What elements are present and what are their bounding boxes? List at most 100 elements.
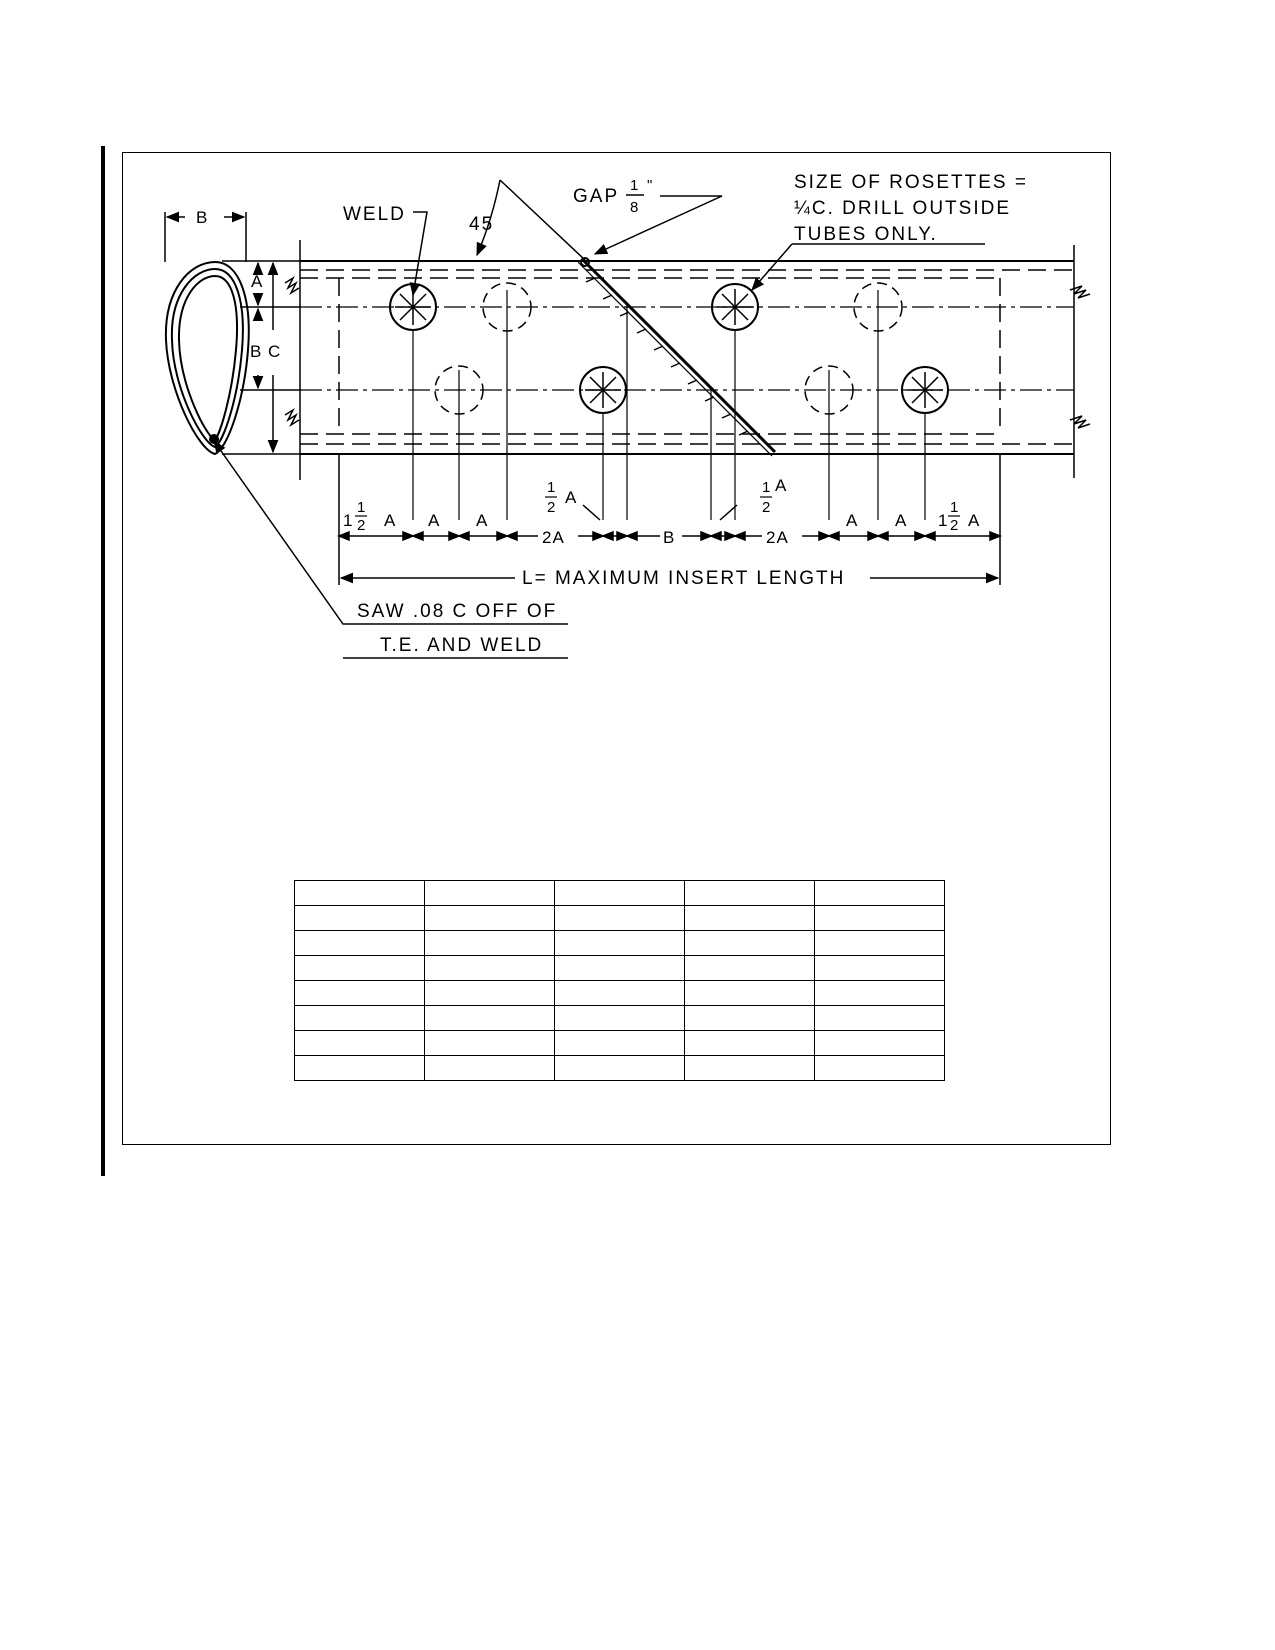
table-row xyxy=(294,1030,945,1056)
insert-tube-hidden-lines xyxy=(300,269,1074,445)
rosette-icon xyxy=(389,283,949,414)
dim-1a-right-den: 2 xyxy=(950,517,958,534)
dim-a-6: A xyxy=(846,511,858,530)
rosettes-note-line3: TUBES ONLY. xyxy=(794,224,938,245)
dim-2a-left: 2A xyxy=(542,528,565,547)
saw-note-line1: SAW .08 C OFF OF xyxy=(357,601,557,622)
drawing-labels: WELD 45 GAP 1 8 " SIZE OF ROSETTES = ¼C.… xyxy=(196,172,1028,659)
angle-label: 45 xyxy=(469,214,494,235)
dim-1a-sym: A xyxy=(384,511,396,530)
gap-label: GAP xyxy=(573,186,619,207)
dim-a-2: A xyxy=(428,511,440,530)
table-cell xyxy=(554,955,685,981)
rosettes-note-line1: SIZE OF ROSETTES = xyxy=(794,172,1028,193)
gap-unit: " xyxy=(647,177,652,194)
dim-1a-num: 1 xyxy=(357,499,365,516)
table-cell xyxy=(294,1055,425,1081)
table-cell xyxy=(814,930,945,956)
table-cell xyxy=(814,905,945,931)
table-cell xyxy=(424,980,555,1006)
table-cell xyxy=(294,930,425,956)
table-cell xyxy=(294,1005,425,1031)
dim-half-a-left-den: 2 xyxy=(547,499,555,516)
table-cell xyxy=(294,955,425,981)
insert-length-label: L= MAXIMUM INSERT LENGTH xyxy=(522,568,845,589)
rosette-centerlines xyxy=(300,306,1074,391)
table-row xyxy=(294,955,945,981)
outside-tube-outline xyxy=(299,240,1075,480)
table-cell xyxy=(814,955,945,981)
table-cell xyxy=(814,880,945,906)
table-cell xyxy=(424,930,555,956)
dim-1a-whole: 1 xyxy=(343,511,353,530)
table-row xyxy=(294,880,945,906)
table-cell xyxy=(424,955,555,981)
table-cell xyxy=(684,905,815,931)
table-cell xyxy=(294,1030,425,1056)
table-cell xyxy=(684,1005,815,1031)
dim-1a-right-num: 1 xyxy=(950,499,958,516)
blank-dimension-table xyxy=(294,880,945,1081)
section-dimensions xyxy=(164,211,300,455)
table-cell xyxy=(684,880,815,906)
section-dim-bc: B C xyxy=(250,342,281,361)
weld-label: WELD xyxy=(343,204,406,225)
section-dim-b: B xyxy=(196,208,208,227)
table-cell xyxy=(294,880,425,906)
table-cell xyxy=(684,1030,815,1056)
dashed-hole-icon xyxy=(434,282,903,415)
table-cell xyxy=(554,905,685,931)
dim-1a-den: 2 xyxy=(357,517,365,534)
tube-cross-section xyxy=(164,260,250,456)
dim-half-a-left-sym: A xyxy=(565,488,577,507)
saw-note-line2: T.E. AND WELD xyxy=(380,635,543,656)
table-row xyxy=(294,1055,945,1081)
hole-centerline-ticks xyxy=(412,290,926,520)
dim-half-a-right-sym: A xyxy=(775,476,787,495)
table-cell xyxy=(554,880,685,906)
table-cell xyxy=(294,980,425,1006)
gap-denominator: 8 xyxy=(630,199,638,216)
dim-half-a-right-den: 2 xyxy=(762,499,770,516)
dim-a-7: A xyxy=(895,511,907,530)
table-row xyxy=(294,980,945,1006)
table-row xyxy=(294,905,945,931)
table-cell xyxy=(814,1055,945,1081)
diagonal-cut-line xyxy=(476,179,777,457)
table-cell xyxy=(554,1005,685,1031)
table-row xyxy=(294,930,945,956)
table-cell xyxy=(424,905,555,931)
table-cell xyxy=(814,1005,945,1031)
dim-a-3: A xyxy=(476,511,488,530)
rosettes-note-line2: ¼C. DRILL OUTSIDE xyxy=(794,198,1011,219)
dim-half-a-right-num: 1 xyxy=(762,479,770,496)
table-cell xyxy=(294,905,425,931)
table-cell xyxy=(424,1055,555,1081)
table-cell xyxy=(684,930,815,956)
table-cell xyxy=(554,1030,685,1056)
table-cell xyxy=(554,980,685,1006)
table-cell xyxy=(554,930,685,956)
table-cell xyxy=(424,880,555,906)
table-cell xyxy=(814,1030,945,1056)
dim-half-a-left-num: 1 xyxy=(547,479,555,496)
table-cell xyxy=(424,1005,555,1031)
revision-change-bar xyxy=(101,146,105,1176)
table-cell xyxy=(684,955,815,981)
section-dim-a: A xyxy=(251,272,263,291)
gap-numerator: 1 xyxy=(630,177,638,194)
dim-1a-right-whole: 1 xyxy=(938,511,948,530)
figure-frame xyxy=(122,152,1111,1145)
break-mark-icon xyxy=(284,275,1091,429)
table-row xyxy=(294,1005,945,1031)
table-cell xyxy=(814,980,945,1006)
table-cell xyxy=(424,1030,555,1056)
table-cell xyxy=(554,1055,685,1081)
table-cell xyxy=(684,980,815,1006)
leader-lines xyxy=(213,195,985,625)
dim-2a-right: 2A xyxy=(766,528,789,547)
table-cell xyxy=(684,1055,815,1081)
dim-1a-right-sym: A xyxy=(968,511,980,530)
dim-b-center: B xyxy=(663,528,675,547)
